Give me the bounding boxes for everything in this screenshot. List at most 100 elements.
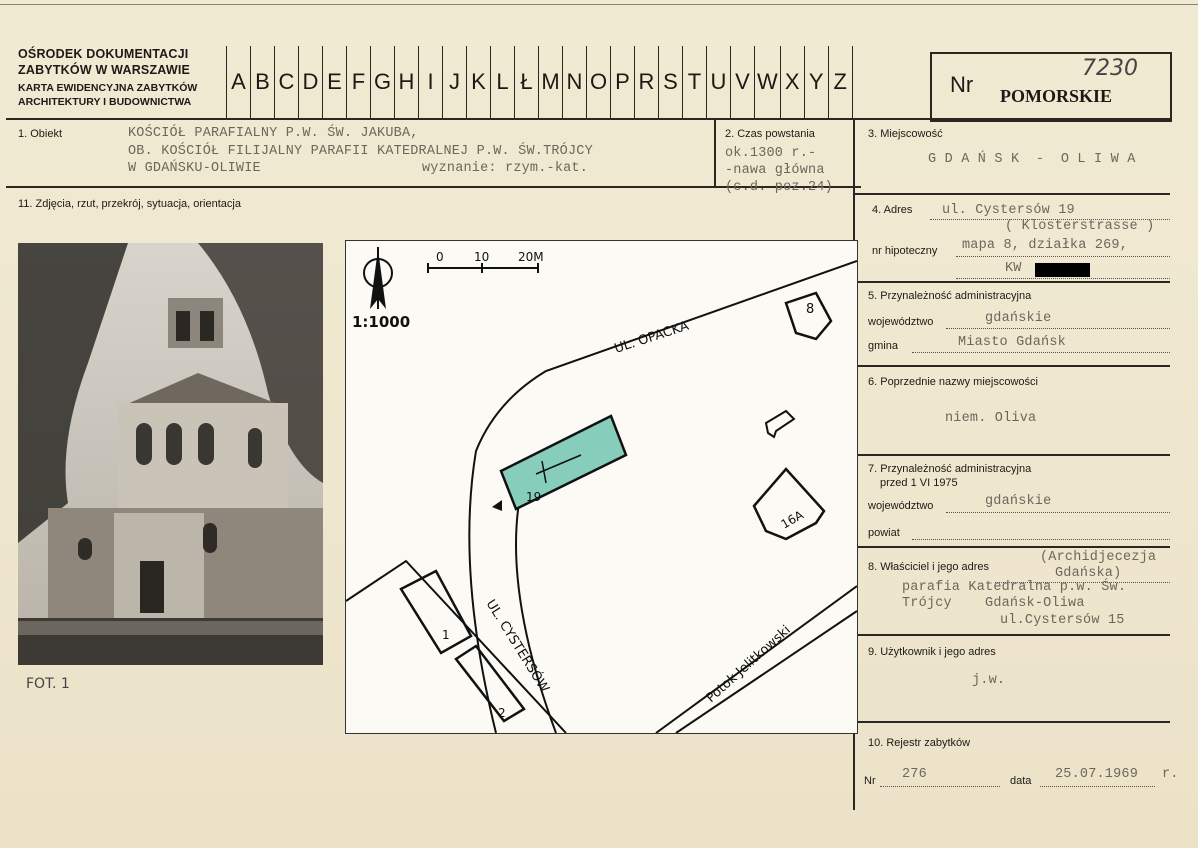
building-1	[399, 569, 473, 655]
rejestr-data-suffix: r.	[1162, 767, 1179, 782]
site-map: 1:1000 0 10 20M UL. OPACKA UL. CYSTERSÓW…	[345, 240, 858, 734]
scale-0: 0	[436, 250, 444, 264]
wlasciciel-line2: Trójcy Gdańsk-Oliwa	[902, 596, 1085, 611]
site-plan-drawing: 1:1000 0 10 20M UL. OPACKA UL. CYSTERSÓW…	[346, 247, 857, 733]
index-letter: J	[442, 46, 466, 118]
index-letter: D	[298, 46, 322, 118]
building-2-label: 2	[498, 706, 506, 720]
index-letter: S	[658, 46, 682, 118]
scale-10: 10	[474, 250, 489, 264]
obiekt-line3: W GDAŃSKU-OLIWIE	[128, 161, 261, 176]
org-name-line2: ZABYTKÓW W WARSZAWIE	[18, 63, 191, 77]
index-letter: I	[418, 46, 442, 118]
index-letter: G	[370, 46, 394, 118]
hip-line1: mapa 8, działka 269,	[962, 238, 1129, 253]
redacted-bar	[1035, 263, 1090, 277]
card-type-line1: KARTA EWIDENCYJNA ZABYTKÓW	[18, 82, 198, 94]
adres-line1: ul. Cystersów 19	[942, 203, 1075, 218]
building-16a-label: 16A	[779, 507, 807, 531]
czas-line1: ok.1300 r.-	[725, 146, 817, 161]
index-letter: K	[466, 46, 490, 118]
nr-handwritten: 7230	[1082, 56, 1138, 81]
rejestr-data-value: 25.07.1969	[1055, 767, 1139, 782]
index-letter: F	[346, 46, 370, 118]
church-photo	[18, 243, 323, 665]
photo-caption: FOT. 1	[26, 676, 70, 692]
street-opacka: UL. OPACKA	[613, 319, 691, 357]
wlasciciel-line0: (Archidjecezja	[1040, 550, 1157, 565]
czas-line3: (c.d. poz.24)	[725, 180, 833, 195]
index-letter: M	[538, 46, 562, 118]
stream-label: Potok Jelitkowski	[704, 623, 794, 706]
miejscowosc-label: 3. Miejscowość	[868, 128, 943, 140]
gmina-label: gmina	[868, 340, 898, 352]
index-letter: U	[706, 46, 730, 118]
wlasciciel-line1: parafia Katedralna p.w. Św.	[902, 580, 1127, 595]
hip-line2: KW	[1005, 261, 1022, 276]
index-letter: H	[394, 46, 418, 118]
woj1975-value: gdańskie	[985, 494, 1052, 509]
miejscowosc-value: G D A Ń S K - O L I W A	[928, 152, 1136, 167]
region-stamp: POMORSKIE	[1000, 86, 1113, 106]
church-photo-image	[18, 243, 323, 665]
building-16a	[752, 467, 826, 541]
przyn1975-label2: przed 1 VI 1975	[880, 477, 958, 489]
wyznanie: wyznanie: rzym.-kat.	[422, 161, 589, 176]
index-letter: B	[250, 46, 274, 118]
index-letter: Z	[827, 46, 852, 118]
wlasciciel-line0b: Gdańska)	[1055, 566, 1122, 581]
index-letter: X	[779, 46, 804, 118]
adres-line2: ( Klosterstrasse )	[1005, 219, 1155, 234]
woj-label: województwo	[868, 316, 934, 328]
przyn-label: 5. Przynależność administracyjna	[868, 290, 1032, 302]
woj-value: gdańskie	[985, 311, 1052, 326]
rejestr-label: 10. Rejestr zabytków	[868, 737, 971, 749]
czas-line2: -nawa główna	[725, 163, 825, 178]
przyn1975-label1: 7. Przynależność administracyjna	[868, 463, 1032, 475]
index-letter: R	[634, 46, 658, 118]
poprzednie-value: niem. Oliva	[945, 411, 1037, 426]
hip-label: nr hipoteczny	[872, 245, 938, 257]
czas-label: 2. Czas powstania	[725, 128, 815, 140]
map-scale-label: 1:1000	[352, 313, 410, 331]
powiat-label: powiat	[868, 527, 900, 539]
card-type-line2: ARCHITEKTURY I BUDOWNICTWA	[18, 96, 192, 108]
church-number: 19	[526, 490, 541, 504]
index-letter: A	[226, 46, 250, 118]
adres-label: 4. Adres	[872, 204, 913, 216]
small-building	[764, 409, 796, 439]
index-letter: C	[274, 46, 298, 118]
rejestr-nr-label: Nr	[864, 775, 876, 787]
nr-box	[930, 52, 1172, 122]
uzytkownik-value: j.w.	[972, 673, 1006, 688]
gmina-value: Miasto Gdańsk	[958, 335, 1066, 350]
index-letter: V	[730, 46, 754, 118]
church-building: 19	[492, 414, 628, 511]
index-end-rule	[851, 46, 853, 118]
index-letter: Y	[803, 46, 828, 118]
index-letter: T	[682, 46, 706, 118]
org-name-line1: OŚRODEK DOKUMENTACJI	[18, 47, 189, 61]
rejestr-nr-value: 276	[902, 767, 927, 782]
north-arrow-icon	[363, 247, 393, 309]
zdjecia-label: 11. Zdjęcia, rzut, przekrój, sytuacja, o…	[18, 198, 241, 210]
index-letter: O	[586, 46, 610, 118]
index-letter: Ł	[514, 46, 538, 118]
uzytkownik-label: 9. Użytkownik i jego adres	[868, 646, 996, 658]
wlasciciel-line3: ul.Cystersów 15	[1000, 613, 1125, 628]
poprzednie-label: 6. Poprzednie nazwy miejscowości	[868, 376, 1038, 388]
wlasciciel-label: 8. Właściciel i jego adres	[868, 561, 990, 573]
building-2	[454, 644, 526, 723]
woj1975-label: województwo	[868, 500, 934, 512]
building-1-label: 1	[442, 628, 450, 642]
index-letter: W	[754, 46, 780, 118]
obiekt-label: 1. Obiekt	[18, 128, 63, 140]
index-letter: E	[322, 46, 346, 118]
index-letter: N	[562, 46, 586, 118]
scale-20: 20M	[518, 250, 544, 264]
index-letter: P	[610, 46, 634, 118]
building-8-label: 8	[806, 302, 814, 317]
obiekt-line2: OB. KOŚCIÓŁ FILIJALNY PARAFII KATEDRALNE…	[128, 144, 593, 159]
